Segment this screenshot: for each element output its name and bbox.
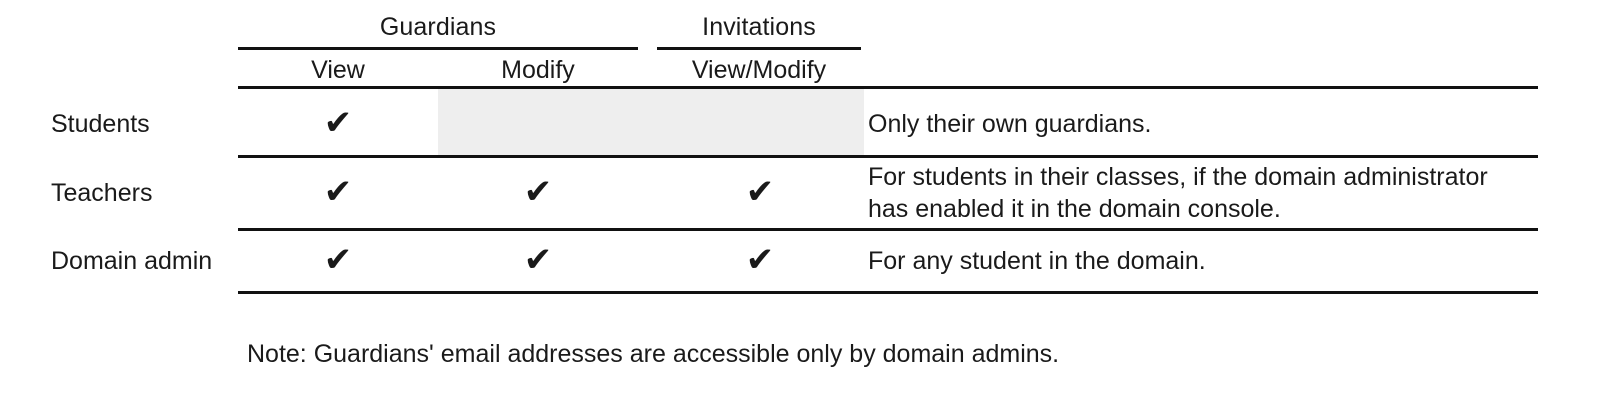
table-rule-bottom: [238, 291, 1538, 294]
check-icon-teachers-guardians-modify: ✔: [523, 172, 553, 212]
column-group-invitations: Invitations: [657, 12, 861, 50]
check-icon-teachers-invitations: ✔: [745, 172, 775, 212]
column-group-header: Guardians Invitations: [238, 12, 1538, 50]
column-group-guardians-label: Guardians: [379, 13, 497, 41]
check-icon-domain-admin-guardians-view: ✔: [323, 240, 353, 280]
footnote-text: Note: Guardians' email addresses are acc…: [247, 340, 1060, 368]
row-label-students: Students: [51, 110, 150, 138]
column-header-invitations-view-modify: View/Modify: [691, 56, 827, 84]
guardians-group-rule: [238, 47, 638, 50]
column-header-guardians-modify: Modify: [501, 56, 575, 84]
check-icon-teachers-guardians-view: ✔: [323, 172, 353, 212]
check-icon-domain-admin-invitations: ✔: [745, 240, 775, 280]
table-rule-after-teachers: [238, 228, 1538, 231]
check-icon-domain-admin-guardians-modify: ✔: [523, 240, 553, 280]
row-label-domain-admin: Domain admin: [51, 247, 213, 275]
check-icon-students-guardians-view: ✔: [323, 103, 353, 143]
row-label-teachers: Teachers: [51, 179, 153, 207]
disabled-cell-students-modify-invitations: [438, 89, 864, 155]
table-rule-after-students: [238, 155, 1538, 158]
table-rule-header: [238, 86, 1538, 89]
column-header-guardians-view: View: [311, 56, 365, 84]
note-domain-admin: For any student in the domain.: [868, 247, 1206, 275]
column-sub-header: View Modify View/Modify: [238, 55, 1538, 87]
note-students: Only their own guardians.: [868, 110, 1152, 138]
invitations-group-rule: [657, 47, 861, 50]
column-group-invitations-label: Invitations: [702, 13, 816, 41]
column-group-guardians: Guardians: [238, 12, 638, 50]
note-teachers: For students in their classes, if the do…: [868, 163, 1488, 223]
